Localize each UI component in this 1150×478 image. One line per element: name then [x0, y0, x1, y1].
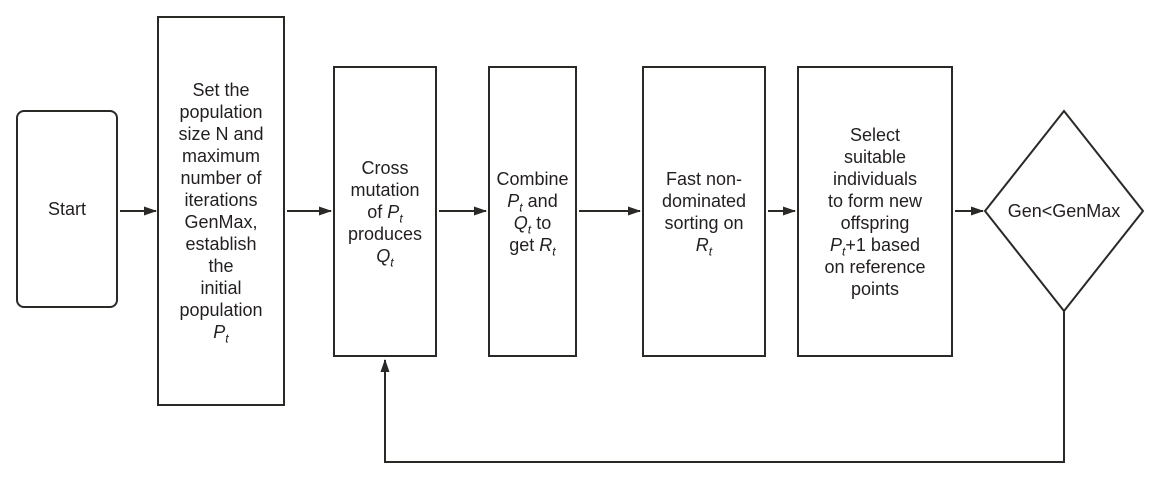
feedback-loop-arrow [380, 311, 1065, 463]
decision-node: Gen<GenMax [985, 111, 1143, 311]
start-node: Start [16, 110, 118, 308]
decision-diamond-shape [983, 109, 1145, 313]
decision-node-label: Gen<GenMax [1007, 200, 1121, 221]
start-node-label: Start [47, 199, 86, 219]
